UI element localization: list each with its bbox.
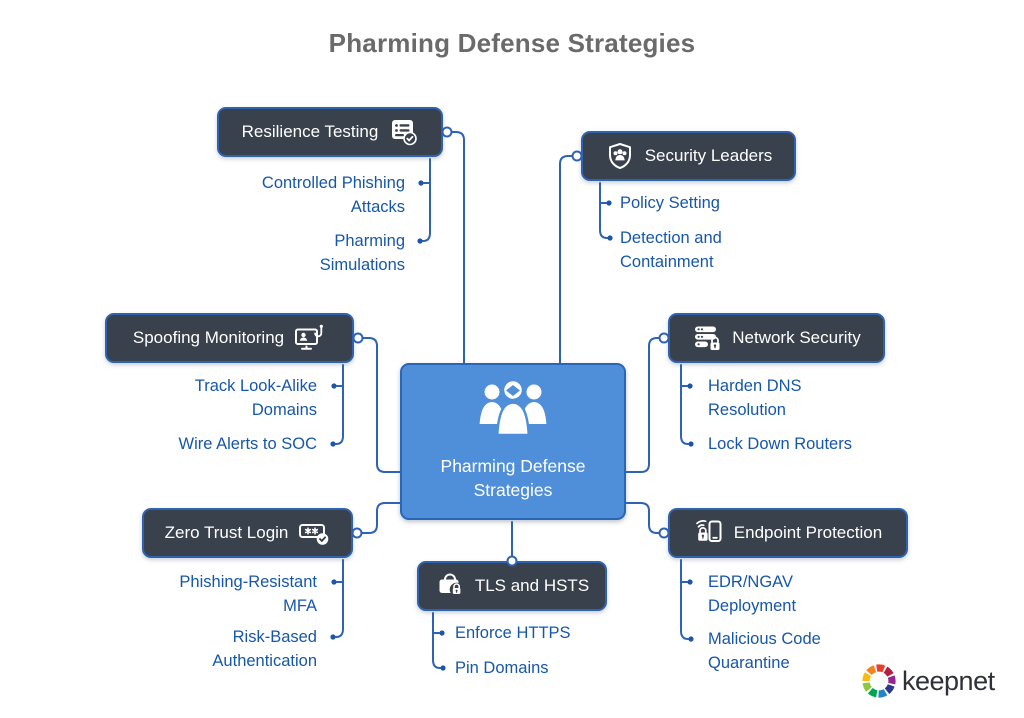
hook-resilience xyxy=(422,158,431,242)
browser-lock-icon xyxy=(435,571,465,601)
subtopic-risk-based-authentication: Risk-Based Authentication xyxy=(212,628,317,670)
subtopic-pin-domains: Pin Domains xyxy=(455,659,549,677)
people-group-icon xyxy=(472,377,554,446)
node-resilience-testing: Resilience Testing xyxy=(217,107,443,157)
subtopic-policy-setting: Policy Setting xyxy=(620,194,720,212)
node-network-security: Network Security xyxy=(668,313,885,363)
subtopic-phishing-resistant-mfa: Phishing-Resistant MFA xyxy=(179,573,317,615)
subtopic-lock-down-routers: Lock Down Routers xyxy=(708,435,852,453)
node-tls-and-hsts: TLS and HSTS xyxy=(417,561,607,611)
password-check-icon xyxy=(298,518,330,548)
node-label: Endpoint Protection xyxy=(733,523,883,542)
wire-security-center xyxy=(559,155,574,364)
node-label: Security Leaders xyxy=(644,146,773,165)
keepnet-logo: keepnet xyxy=(860,662,995,700)
subtopic-track-look-alike-domains: Track Look-Alike Domains xyxy=(194,377,317,419)
subtopic-wire-alerts-to-soc: Wire Alerts to SOC xyxy=(178,435,317,453)
server-lock-icon xyxy=(692,323,722,353)
wire-endpoint-center xyxy=(625,502,661,534)
wire-zerotrust-center xyxy=(360,502,401,534)
hook-security xyxy=(599,182,608,239)
subtopic-controlled-phishing-attacks: Controlled Phishing Attacks xyxy=(261,174,405,216)
node-label: Zero Trust Login xyxy=(164,523,289,542)
keepnet-logo-text: keepnet xyxy=(902,665,995,696)
subtopic-detection-and-containment: Detection and Containment xyxy=(620,229,722,271)
hook-spoofing xyxy=(335,364,344,445)
subtopic-pharming-simulations: Pharming Simulations xyxy=(319,232,405,274)
central-node: Pharming Defense Strategies xyxy=(400,363,626,520)
subtopic-harden-dns-resolution: Harden DNS Resolution xyxy=(708,377,802,419)
keepnet-logo-icon xyxy=(860,662,898,700)
subtopic-edr-ngav-deployment: EDR/NGAV Deployment xyxy=(708,573,797,615)
node-security-leaders: Security Leaders xyxy=(581,131,796,181)
monitor-phishing-hook-icon xyxy=(294,323,326,353)
hook-network xyxy=(680,364,689,445)
shield-people-icon xyxy=(605,141,635,171)
subtopic-enforce-https: Enforce HTTPS xyxy=(455,624,571,642)
node-label: Network Security xyxy=(732,328,861,347)
hook-tls xyxy=(432,612,441,669)
wire-resilience-center xyxy=(450,131,465,364)
subtopic-malicious-code-quarantine: Malicious Code Quarantine xyxy=(708,630,821,672)
page-title: Pharming Defense Strategies xyxy=(328,28,696,58)
device-lock-icon xyxy=(694,518,724,548)
node-endpoint-protection: Endpoint Protection xyxy=(668,508,908,558)
central-label: Pharming Defense Strategies xyxy=(440,456,586,500)
wire-spoofing-center xyxy=(361,337,401,473)
hook-zerotrust xyxy=(335,559,344,638)
hook-endpoint xyxy=(680,559,689,640)
node-label: Resilience Testing xyxy=(241,122,379,141)
node-spoofing-monitoring: Spoofing Monitoring xyxy=(105,313,354,363)
node-label: Spoofing Monitoring xyxy=(132,328,285,347)
node-label: TLS and HSTS xyxy=(474,576,590,595)
wire-network-center xyxy=(625,337,661,473)
checklist-check-icon xyxy=(388,117,418,147)
node-zero-trust-login: Zero Trust Login xyxy=(142,508,353,558)
